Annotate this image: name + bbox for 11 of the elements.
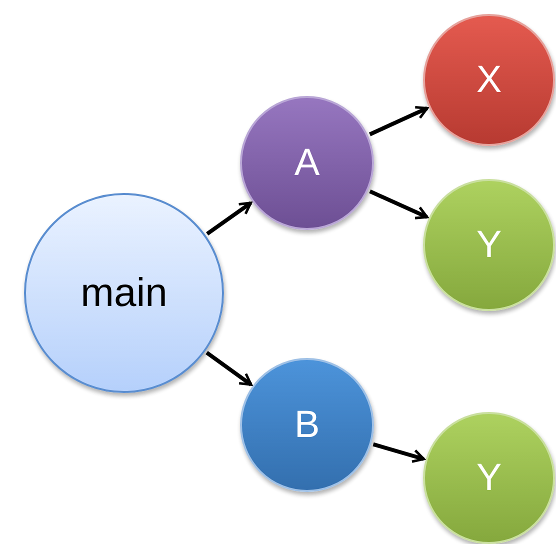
arrow [206,351,252,386]
node-label: X [476,61,502,99]
node-label: Y [476,459,502,497]
node-label: main [80,273,168,313]
arrow [372,442,425,463]
arrow [368,106,428,136]
arrow [369,190,428,220]
node-label: A [294,144,320,182]
node-label: B [294,406,320,444]
arrow [206,201,252,236]
node-label: Y [476,226,502,264]
